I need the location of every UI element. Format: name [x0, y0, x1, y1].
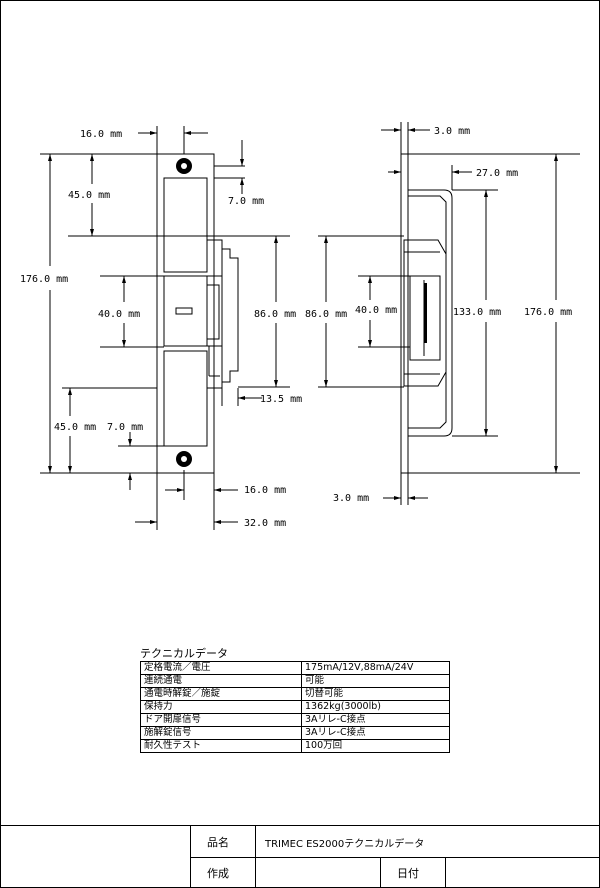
row-label: 耐久性テスト: [140, 739, 302, 753]
row-value: 3Aリレ-C接点: [301, 713, 450, 727]
row-label: 保持力: [140, 700, 302, 714]
dim-label-133: 133.0 mm: [453, 307, 501, 318]
row-label: 通電時解錠／施錠: [140, 687, 302, 701]
dim-label-3-top: 3.0 mm: [434, 126, 470, 137]
table-row: 連続通電可能: [140, 674, 450, 688]
dim-label-3-bottom: 3.0 mm: [333, 493, 369, 504]
author-label: 作成: [207, 867, 229, 880]
dim-label-7-lower: 7.0 mm: [107, 422, 143, 433]
dim-label-176-side: 176.0 mm: [524, 307, 572, 318]
dim-label-176-front: 176.0 mm: [20, 274, 68, 285]
front-view: [156, 153, 239, 474]
dim-label-13-5: 13.5 mm: [260, 394, 302, 405]
front-body-outline: [207, 239, 239, 389]
side-view: [400, 153, 453, 474]
front-upper-block: [163, 177, 208, 273]
side-latch-inner: [409, 275, 441, 361]
table-row: 通電時解錠／施錠切替可能: [140, 687, 450, 701]
technical-data-title: テクニカルデータ: [140, 647, 228, 660]
row-value: 1362kg(3000lb): [301, 700, 450, 714]
side-latch-bar: [424, 283, 427, 343]
title-block-grid: [0, 825, 600, 888]
screw-icon: [176, 158, 192, 174]
row-label: 施解錠信号: [140, 726, 302, 740]
side-latch-block: [403, 239, 447, 387]
dim-label-86-side: 86.0 mm: [305, 309, 347, 320]
title-block: 品名 TRIMEC ES2000テクニカルデータ 作成 日付: [0, 825, 600, 888]
row-value: 3Aリレ-C接点: [301, 726, 450, 740]
front-latch-slot: [175, 307, 193, 315]
row-label: 定格電流／電圧: [140, 661, 302, 675]
dim-label-16-bottom: 16.0 mm: [244, 485, 286, 496]
front-latch-area: [163, 275, 208, 347]
row-value: 100万回: [301, 739, 450, 753]
row-value: 175mA/12V,88mA/24V: [301, 661, 450, 675]
dim-label-7-upper: 7.0 mm: [228, 196, 264, 207]
side-dimension-lines: [318, 122, 580, 505]
dim-label-32-bottom: 32.0 mm: [244, 518, 286, 529]
dim-label-27: 27.0 mm: [476, 168, 518, 179]
date-label: 日付: [397, 867, 419, 880]
front-dimension-arrows: [48, 131, 278, 524]
row-value: 切替可能: [301, 687, 450, 701]
side-dimension-arrows: [324, 128, 558, 500]
row-label: ドア開扉信号: [140, 713, 302, 727]
row-label: 連続通電: [140, 674, 302, 688]
front-lower-block: [163, 350, 208, 447]
side-body: [408, 189, 453, 437]
dim-label-16-top: 16.0 mm: [80, 129, 122, 140]
dim-label-40-front: 40.0 mm: [98, 309, 140, 320]
side-faceplate: [400, 153, 409, 474]
product-name-value: TRIMEC ES2000テクニカルデータ: [265, 839, 425, 850]
dim-label-45-lower: 45.0 mm: [54, 422, 96, 433]
front-faceplate: [156, 153, 215, 474]
dim-label-40-side: 40.0 mm: [355, 305, 397, 316]
dim-label-45-upper: 45.0 mm: [68, 190, 110, 201]
front-dimension-lines: [40, 126, 290, 530]
row-value: 可能: [301, 674, 450, 688]
product-name-label: 品名: [207, 836, 229, 849]
dim-label-86-front: 86.0 mm: [254, 309, 296, 320]
screw-icon: [176, 451, 192, 467]
